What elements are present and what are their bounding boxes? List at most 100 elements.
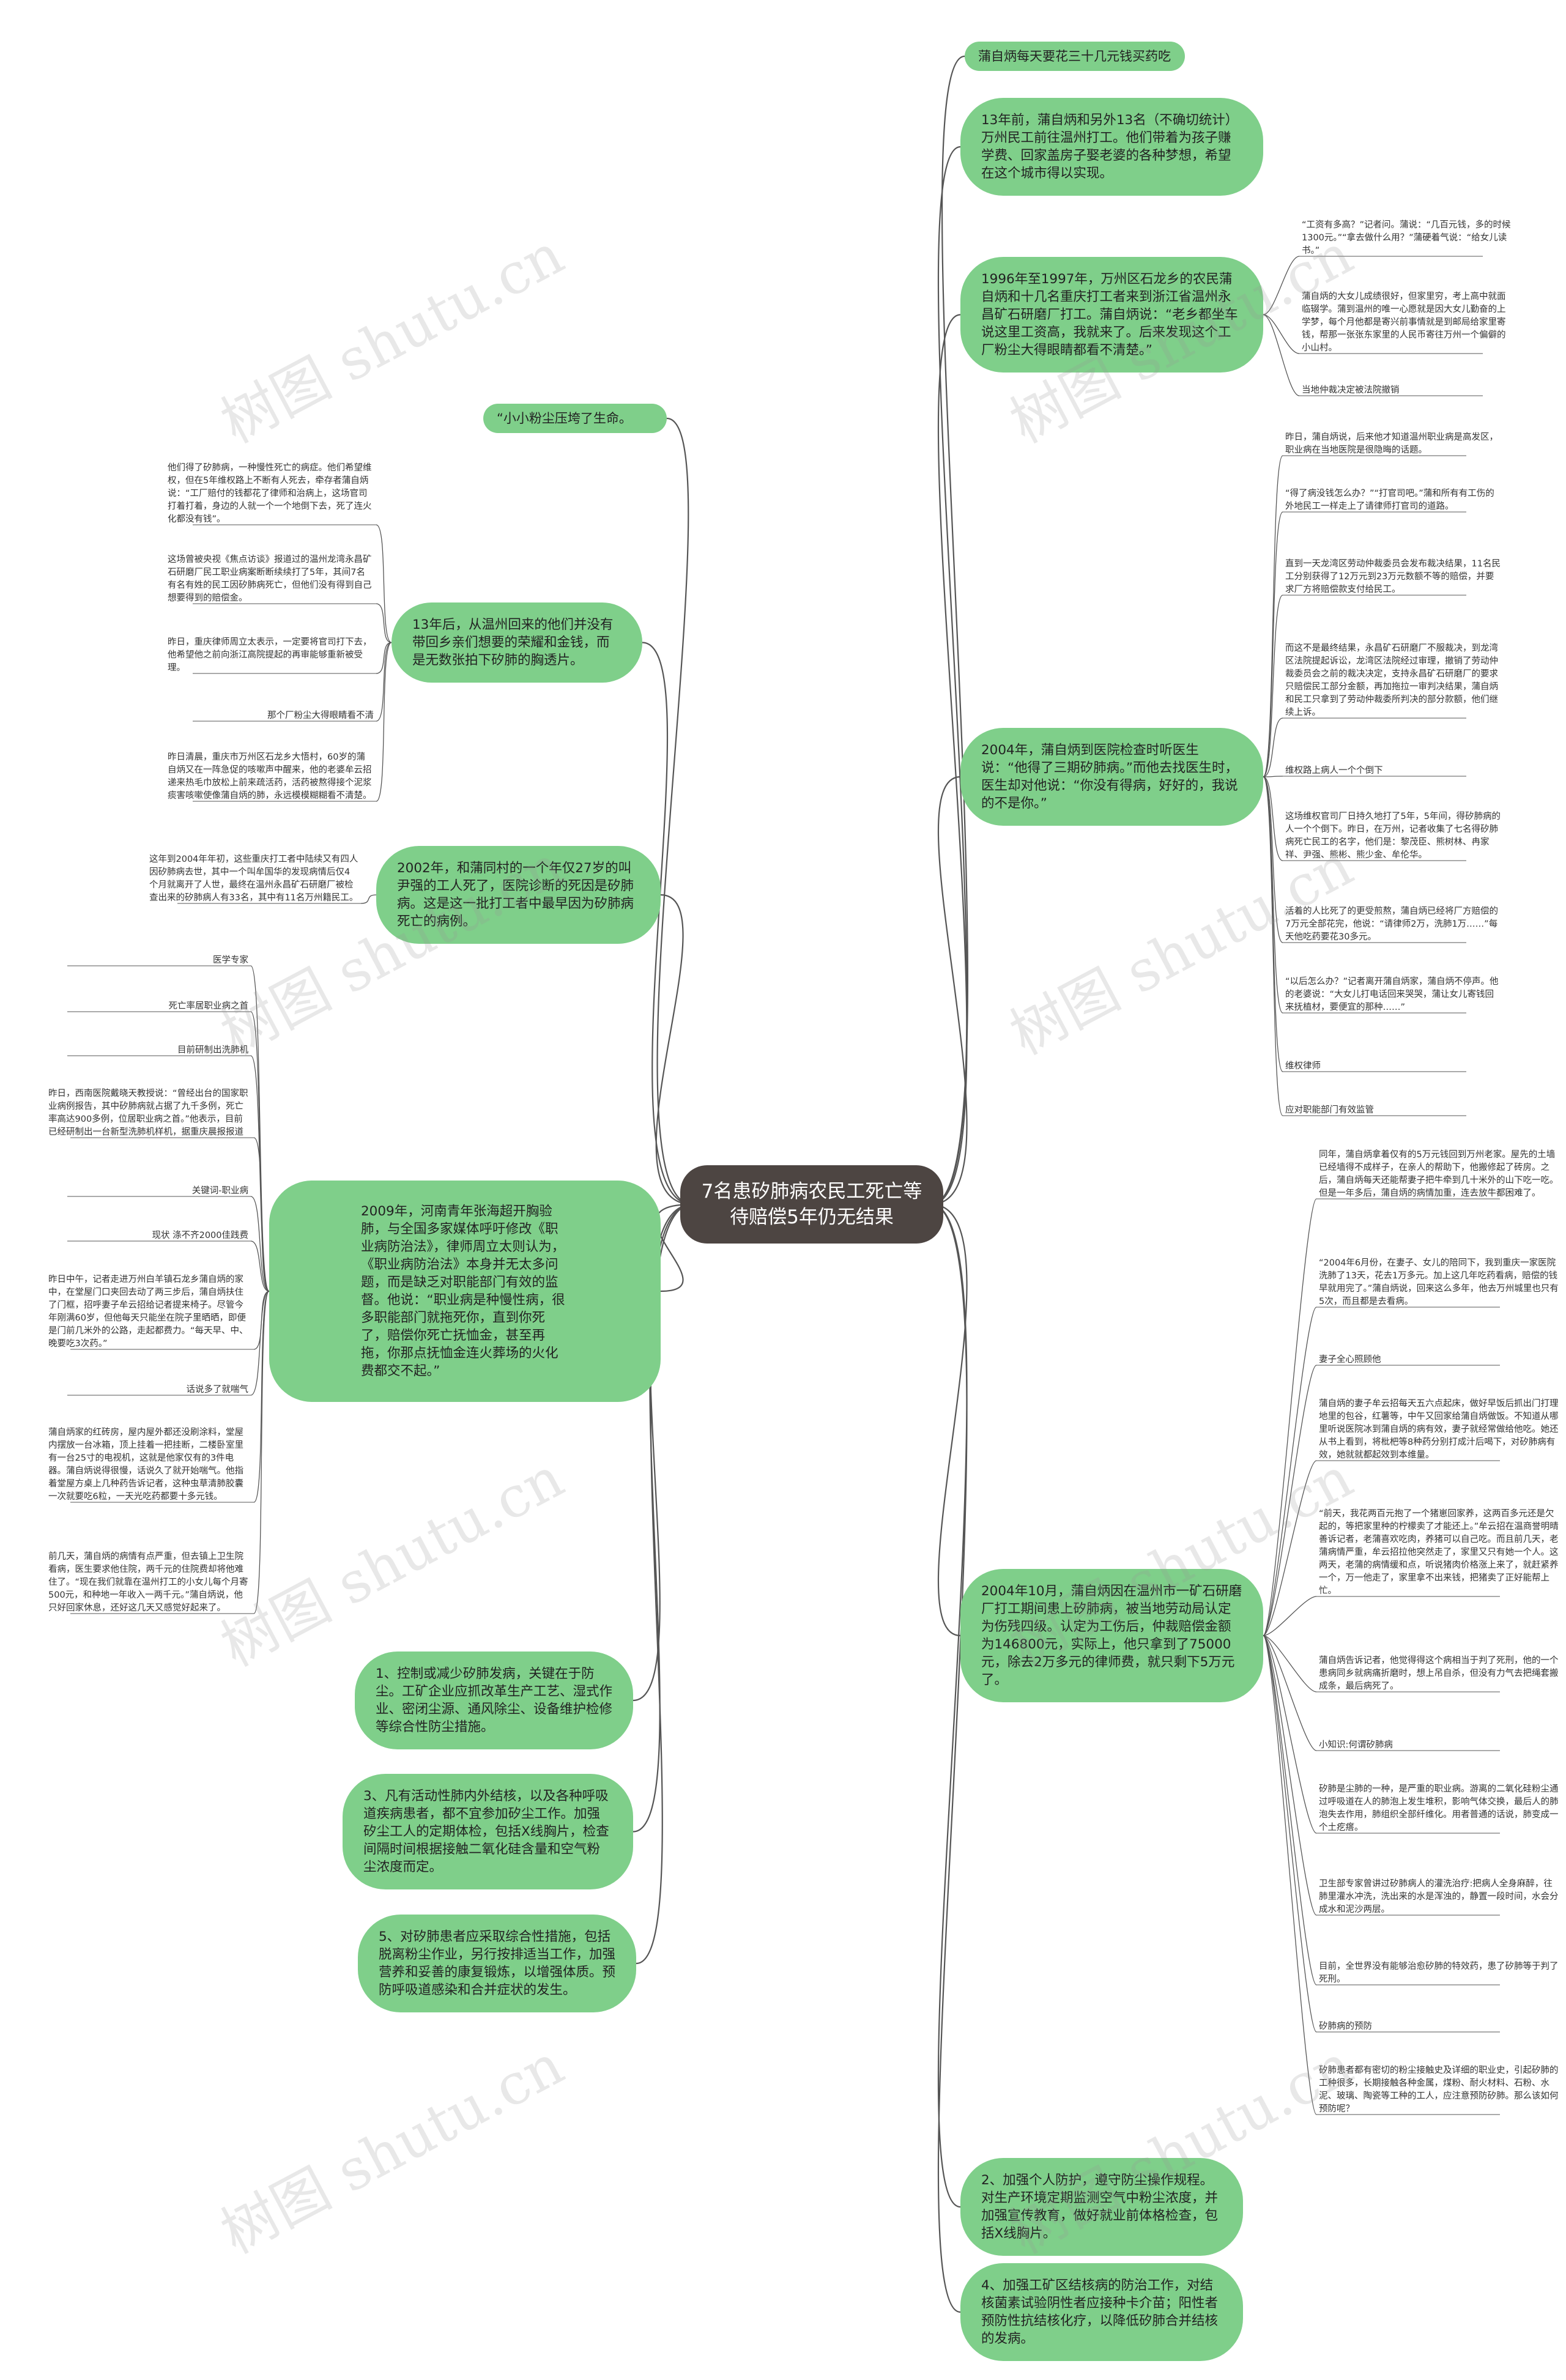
edge-node-left-5 [633,1203,693,1702]
edge-leaf-l2-3 [376,642,392,674]
edge-leaf-r4-5 [1263,776,1283,777]
edge-leaf-r4-8 [1263,776,1283,1014]
edge-leaf-r5-6 [1263,1635,1317,1692]
edge-leaf-l2-5 [376,642,392,802]
leaf-r5-1: 同年，蒲自炳拿着仅有的5万元钱回到万州老家。屋先的土墙已经墙得不成样子，在亲人的… [1319,1150,1559,1198]
leaf-r4-3: 直到一天龙湾区劳动仲裁委员会发布裁决结果，11名民工分别获得了12万元到23万元… [1285,559,1501,595]
leaf-r5-4: 蒲自炳的妻子牟云招每天五六点起床，做好早饭后抓出门打理地里的包谷，红薯等，中午又… [1319,1399,1559,1460]
leaf-r5-5: “前天，我花两百元抱了一个猪崽回家养，这两百多元还是欠起的，等把家里种的柠檬卖了… [1319,1509,1559,1596]
leaf-r4-4: 而这不是最终结果，永昌矿石研磨厂不服裁决，到龙湾区法院提起诉讼，龙湾区法院经过审… [1285,643,1498,717]
edge-node-right-1 [930,55,968,1206]
edge-leaf-r5-2 [1263,1307,1317,1636]
edge-leaf-r5-3 [1263,1365,1317,1636]
node-left-1[interactable]: “小小粉尘压垮了生命。 [483,404,667,433]
edge-leaf-r5-8 [1263,1635,1317,1834]
edge-leaf-r5-7 [1263,1635,1317,1751]
leaf-r3-2: 蒲自炳的大女儿成绩很好，但家里穷，考上高中就面临辍学。蒲到温州的唯一心愿就是因大… [1302,292,1506,353]
leaf-l2-5: 昨日清晨，重庆市万州区石龙乡大悟村，60岁的蒲自炳又在一阵急促的咳嗽声中醒来，他… [168,752,372,801]
edge-leaf-l2-4 [376,642,392,722]
node-left-7[interactable]: 5、对矽肺患者应采取综合性措施，包括脱离粉尘作业，另行按排适当工作，加强营养和妥… [358,1915,636,2012]
leaf-l4-7: 昨日中午，记者走进万州白羊镇石龙乡蒲自炳的家中，在堂屋门口夹回去动了两三步后，蒲… [48,1275,248,1349]
node-right-4[interactable]: 2004年，蒲自炳到医院检查时听医生说：“他得了三期矽肺病。”而他去找医生时，医… [960,728,1263,826]
edge-leaf-l2-2 [376,603,392,643]
edge-leaf-r4-1 [1263,455,1283,777]
edge-node-left-3 [655,894,693,1206]
leaf-l2-3: 昨日，重庆律师周立太表示，一定要将官司打下去，他希望他之前向浙江高院提起的再审能… [168,637,372,673]
node-left-5[interactable]: 1、控制或减少矽肺发病，关键在于防尘。工矿企业应抓改革生产工艺、湿式作业、密闭尘… [355,1652,633,1749]
node-left-6[interactable]: 3、凡有活动性肺内外结核，以及各种呼吸道疾病患者，都不宜参加矽尘工作。加强矽尘工… [343,1774,633,1889]
leaf-r4-7: 活着的人比死了的更受煎熬，蒲自炳已经将厂方赔偿的7万元全部花完，他说：“请律师2… [1285,906,1498,942]
node-left-2[interactable]: 13年后，从温州回来的他们并没有带回乡亲们想要的荣耀和金钱，而是无数张拍下矽肺的… [392,602,642,683]
edge-leaf-r4-6 [1263,776,1283,861]
edge-leaf-r5-1 [1263,1198,1317,1636]
leaf-r4-8: “以后怎么办？”记者离开蒲自炳家，蒲自炳不停声。他的老婆说：“大女儿打电话回来哭… [1285,977,1499,1012]
edge-leaf-l4-9 [253,1291,270,1503]
edge-leaf-r5-12 [1263,1635,1317,2115]
leaf-l4-2: 死亡率居职业病之首 [168,1001,249,1011]
node-right-7[interactable]: 4、加强工矿区结核病的防治工作，对结核菌素试验阴性者应接种卡介苗；阳性者预防性抗… [960,2263,1243,2361]
edge-leaf-l4-4 [253,1137,270,1292]
leaf-r4-2: “得了病没钱怎么办？”“打官司吧。”蒲和所有有工伤的外地民工一样走上了请律师打官… [1285,489,1494,511]
edge-leaf-r5-4 [1263,1460,1317,1636]
edge-leaf-r3-1 [1263,256,1300,316]
node-right-2[interactable]: 13年前，蒲自炳和另外13名（不确切统计）万州民工前往温州打工。他们带着为孩子赚… [960,98,1263,196]
leaf-l4-5: 关键词-职业病 [191,1186,248,1196]
leaf-r5-6: 蒲自炳告诉记者，他觉得得这个病相当于判了死刑，他的一个患病同乡就病痛折磨时，想上… [1319,1656,1559,1691]
node-right-5[interactable]: 2004年10月，蒲自炳因在温州市一矿石研磨厂打工期间患上矽肺病，被当地劳动局认… [960,1569,1263,1702]
edge-node-left-2 [642,642,693,1206]
edge-leaf-r5-9 [1263,1635,1317,1916]
leaf-l4-9: 蒲自炳家的红砖房，屋内屋外都还没刷涂料，堂屋内摆放一台冰箱，顶上挂着一把挂断，二… [48,1428,243,1502]
leaf-l4-1: 医学专家 [213,955,248,965]
leaf-r5-10: 目前，全世界没有能够治愈矽肺的特效药，患了矽肺等于判了死刑。 [1319,1962,1559,1984]
leaf-l4-3: 目前研制出洗肺机 [177,1045,248,1055]
edge-node-right-5 [930,1203,968,1637]
node-right-6[interactable]: 2、加强个人防护，遵守防尘操作规程。对生产环境定期监测空气中粉尘浓度，并加强宣传… [960,2158,1243,2256]
edge-node-left-4 [655,1203,693,1292]
edge-leaf-r4-10 [1263,776,1283,1116]
edge-node-right-2 [930,146,968,1206]
edge-leaf-l4-6 [250,1240,270,1292]
leaf-l2-1: 他们得了矽肺病，一种慢性死亡的病症。他们希望维权，但在5年维权路上不断有人死去，… [168,463,372,524]
leaf-r4-5: 维权路上病人一个个倒下 [1285,766,1383,776]
node-right-1[interactable]: 蒲自炳每天要花三十几元钱买药吃 [965,42,1185,71]
leaf-l2-2: 这场曾被央视《焦点访谈》报道过的温州龙湾永昌矿石研磨厂民工职业病案断断续续打了5… [168,555,372,603]
edge-leaf-l4-8 [250,1291,270,1396]
leaf-l3-1: 这年到2004年年初，这些重庆打工者中陆续又有四人因矽肺病去世，其中一个叫牟国华… [149,855,358,903]
leaf-r5-8: 矽肺是尘肺的一种，是严重的职业病。游离的二氧化硅粉尘通过呼吸道在人的肺泡上发生堆… [1319,1784,1559,1833]
edge-leaf-r5-5 [1263,1596,1317,1636]
leaf-r5-2: “2004年6月份，在妻子、女儿的陪同下，我到重庆一家医院洗肺了13天，花去1万… [1319,1258,1559,1307]
edge-leaf-l4-5 [250,1196,270,1292]
edge-leaf-r3-2 [1263,314,1300,354]
leaf-r5-3: 妻子全心照顾他 [1319,1355,1381,1365]
node-left-3[interactable]: 2002年，和蒲同村的一个年仅27岁的叫尹强的工人死了，医院诊断的死因是矽肺病。… [376,846,661,944]
edge-leaf-l4-10 [253,1291,270,1614]
leaf-r5-11: 矽肺病的预防 [1319,2022,1372,2031]
leaf-l2-4: 那个厂粉尘大得眼睛看不清 [267,711,374,721]
edge-leaf-l3-1 [360,894,377,904]
node-right-3[interactable]: 1996年至1997年，万州区石龙乡的农民蒲自炳和十几名重庆打工者来到浙江省温州… [960,257,1263,373]
edge-leaf-r4-3 [1263,595,1283,777]
leaf-r4-6: 这场维权官司厂日持久地打了5年，5年间，得矽肺病的人一个个倒下。昨日，在万州，记… [1285,812,1501,860]
edge-leaf-r3-3 [1263,314,1300,396]
edge-node-right-4 [930,776,968,1206]
central-topic[interactable]: 7名患矽肺病农民工死亡等待赔偿5年仍无结果 [680,1165,943,1244]
edge-node-left-6 [633,1203,693,1833]
leaf-r5-9: 卫生部专家曾讲过矽肺病人的灌洗治疗:把病人全身麻醉，往肺里灌水冲洗，洗出来的水是… [1319,1879,1559,1915]
leaf-l4-6: 现状 涤不齐2000佳践费 [152,1231,248,1240]
leaf-r4-9: 维权律师 [1285,1061,1321,1071]
edge-node-left-1 [656,417,693,1206]
edge-node-right-3 [930,314,968,1206]
leaf-r5-12: 矽肺患者都有密切的粉尘接触史及详细的职业史，引起矽肺的工种很多，长期接触各种金属… [1319,2066,1559,2114]
edge-leaf-r4-4 [1263,717,1283,777]
edge-leaf-l2-1 [376,524,392,643]
edge-node-right-7 [930,1203,968,2313]
leaf-r4-1: 昨日，蒲自炳说，后来他才知道温州职业病是高发区，职业病在当地医院是很隐晦的话题。 [1285,432,1498,455]
leaf-l4-10: 前几天，蒲自炳的病情有点严重，但去镇上卫生院看病，医生要求他住院，两千元的住院费… [48,1552,248,1613]
node-left-4[interactable]: 2009年，河南青年张海超开胸验肺，与全国多家媒体呼吁修改《职业病防治法》，律师… [269,1181,661,1402]
leaf-l4-4: 昨日，西南医院戴晓天教授说：“曾经出台的国家职业病例报告，其中矽肺病就占据了九千… [48,1089,248,1137]
edge-leaf-r4-2 [1263,511,1283,777]
leaf-r3-1: “工资有多高？”记者问。蒲说：“几百元钱，多的时候1300元。”“拿去做什么用？… [1302,220,1511,256]
leaf-r4-10: 应对职能部门有效监管 [1285,1105,1374,1115]
leaf-r5-7: 小知识:何谓矽肺病 [1319,1740,1393,1750]
